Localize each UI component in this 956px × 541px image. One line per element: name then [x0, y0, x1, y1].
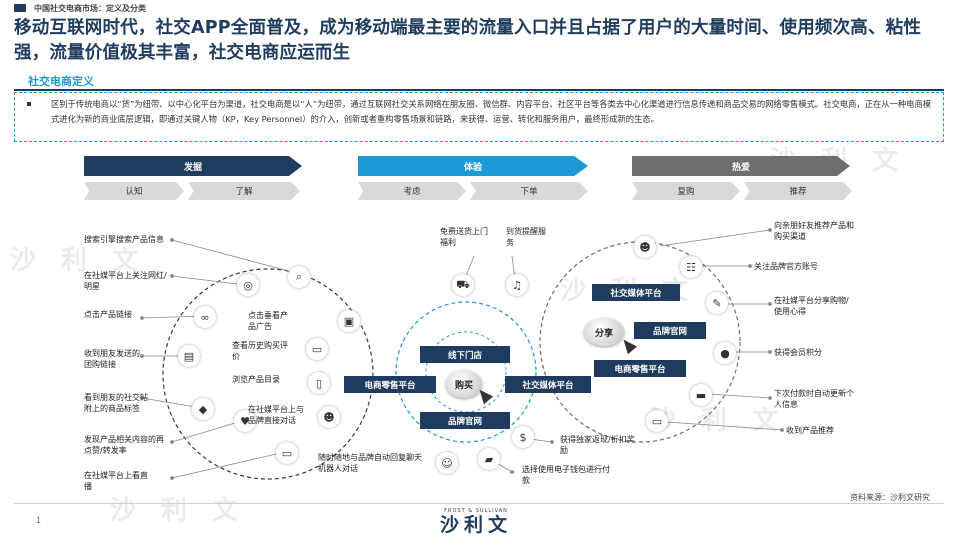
touchpoint-label: 随时随地与品牌自动回复聊天机器人对话 — [318, 453, 422, 473]
delivery-icon: ⛟ — [452, 274, 474, 296]
phase-discover: 发掘 — [84, 156, 302, 176]
video-icon: ▭ — [276, 442, 298, 464]
breadcrumb: 中国社交电商市场：定义及分类 — [34, 4, 146, 13]
hub-offline-store: 线下门店 — [420, 346, 510, 363]
step-understand: 了解 — [188, 182, 300, 200]
breadcrumb-marker — [14, 4, 26, 12]
footer-logo: FROST & SULLIVAN 沙利文 — [440, 508, 512, 536]
touchpoint-label: 在社媒平台分享购物/使用心得 — [774, 296, 849, 316]
link-icon: ∞ — [194, 306, 216, 328]
touchpoint-label: 在社媒平台上看直播 — [84, 471, 148, 491]
bell-icon: ♫ — [506, 274, 528, 296]
recommend-icon: ▭ — [646, 410, 668, 432]
touchpoint-label: 搜索引擎搜索产品信息 — [84, 235, 164, 244]
tag-icon: ◆ — [192, 398, 214, 420]
right-circle — [539, 241, 741, 443]
footer-logo-big: 沙利文 — [440, 514, 513, 536]
definition-text: 区别于传统电商以“货”为纽带、以中心化平台为渠道，社交电商是以“人”为纽带，通过… — [51, 99, 932, 124]
touchpoint-label: 免费送货上门福利 — [440, 227, 488, 247]
share-label: 分享 — [594, 328, 613, 339]
bot-icon: ☺ — [436, 452, 458, 474]
follow-icon: ☷ — [680, 256, 702, 278]
footer-divider — [14, 503, 944, 504]
purchase-node: 购买 — [446, 370, 482, 398]
phone-icon: ▯ — [308, 372, 330, 394]
touchpoint-label: 下次付款时自动更新个人信息 — [774, 389, 854, 409]
hub-brand-site-center: 品牌官网 — [420, 412, 510, 429]
touchpoint-label: 发现产品相关内容的再点赞/转发率 — [84, 435, 164, 455]
purchase-label: 购买 — [454, 380, 473, 391]
share-post-icon: ✎ — [706, 292, 728, 314]
center-circle — [395, 301, 537, 443]
touchpoint-label: 浏览产品目录 — [232, 375, 280, 384]
step-consider: 考虑 — [358, 182, 466, 200]
step-order: 下单 — [470, 182, 588, 200]
touchpoint-label: 获得会员积分 — [774, 348, 822, 357]
ad-icon: ▣ — [338, 310, 360, 332]
definition-box: 区别于传统电商以“货”为纽带、以中心化平台为渠道，社交电商是以“人”为纽带，通过… — [14, 92, 944, 142]
hub-ecommerce-right: 电商零售平台 — [594, 360, 686, 377]
touchpoint-label: 向亲朋好友推荐产品和购买渠道 — [774, 221, 854, 241]
hub-social-center: 社交媒体平台 — [505, 376, 591, 393]
phase-experience: 体验 — [358, 156, 588, 176]
phase-love: 热爱 — [632, 156, 850, 176]
footer-logo-small: FROST & SULLIVAN — [444, 508, 508, 514]
touchpoint-label: 选择使用电子钱包进行付款 — [522, 465, 610, 485]
touchpoint-label: 到货提醒服务 — [506, 227, 546, 247]
wallet-icon: ▰ — [478, 448, 500, 470]
touchpoint-label: 在社媒平台上关注网红/明星 — [84, 271, 167, 291]
touchpoint-label: 看到朋友的社交帖附上的商品标签 — [84, 393, 148, 413]
hub-ecommerce-left: 电商零售平台 — [344, 376, 436, 393]
page-number: 1 — [36, 516, 42, 525]
step-repurchase: 复购 — [632, 182, 740, 200]
touchpoint-label: 在社媒平台上与品牌直接对话 — [248, 405, 304, 425]
cash-icon: $ — [512, 426, 534, 448]
touchpoint-label: 关注品牌官方账号 — [754, 262, 818, 271]
touchpoint-label: 收到产品推荐 — [786, 426, 834, 435]
touchpoint-label: 点击产品链接 — [84, 310, 132, 319]
share-node: 分享 — [584, 318, 624, 346]
search-icon: ⌕ — [288, 266, 310, 288]
coin-icon: ● — [714, 342, 736, 364]
touchpoint-label: 点击垂看产品广告 — [248, 311, 288, 331]
touchpoint-label: 获得独家返现/折扣奖励 — [560, 435, 635, 455]
hub-social-right: 社交媒体平台 — [592, 284, 680, 301]
page-title: 移动互联网时代，社交APP全面普及，成为移动端最主要的流量入口并且占据了用户的大… — [14, 18, 922, 63]
chat-icon: ▤ — [178, 345, 200, 367]
step-recommend: 推荐 — [744, 182, 852, 200]
people-icon: ☻ — [634, 236, 656, 258]
chat-bubble-icon: ☻ — [318, 406, 340, 428]
hub-brand-site-right: 品牌官网 — [634, 322, 706, 339]
section-divider — [14, 89, 944, 91]
touchpoint-label: 收到朋友发送的团购链接 — [84, 349, 140, 369]
card-icon: ▬ — [690, 384, 712, 406]
definition-label: 社交电商定义 — [28, 75, 94, 88]
like-icon: ♥ — [234, 410, 256, 432]
step-awareness: 认知 — [84, 182, 184, 200]
camera-icon: ◎ — [237, 274, 259, 296]
monitor-icon: ▭ — [306, 338, 328, 360]
source-note: 资料来源：沙利文研究 — [850, 493, 930, 502]
touchpoint-label: 查看历史购买评价 — [232, 341, 288, 361]
left-circle — [162, 268, 374, 480]
bullet-icon — [27, 102, 31, 106]
